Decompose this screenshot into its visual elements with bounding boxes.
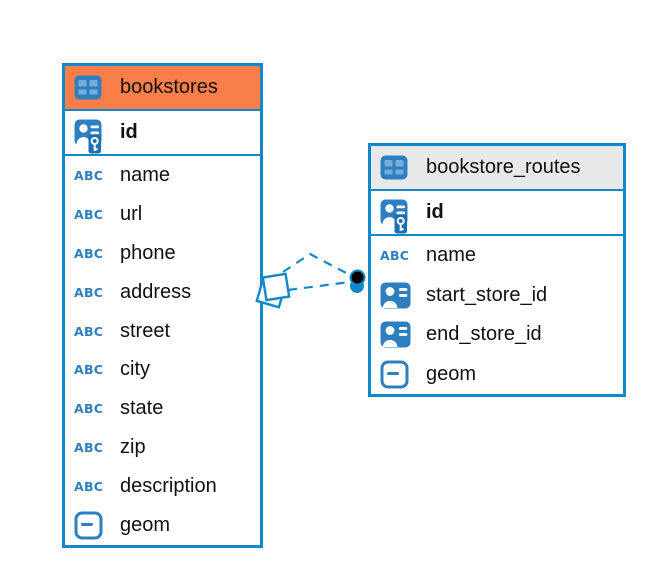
primary-key-icon: [74, 111, 111, 155]
text-type-icon-glyph: ABC: [74, 440, 104, 456]
primary-key-icon: [380, 191, 417, 235]
column-row-description[interactable]: ABC description: [65, 467, 260, 506]
column-row-url[interactable]: ABC url: [65, 195, 260, 234]
relationship-line-2[interactable]: [287, 280, 351, 292]
table-title: bookstore_routes: [426, 156, 581, 178]
relationship-line-1[interactable]: [282, 252, 353, 277]
column-name: street: [120, 319, 171, 342]
column-name: end_store_id: [426, 323, 542, 346]
text-type-icon: ABC: [74, 207, 111, 222]
text-type-icon-glyph: ABC: [74, 206, 104, 222]
column-row-geom[interactable]: geom: [65, 506, 260, 545]
text-type-icon: ABC: [74, 246, 111, 261]
column-name: url: [120, 202, 143, 225]
column-name: zip: [120, 436, 146, 459]
column-row-state[interactable]: ABC state: [65, 389, 260, 428]
column-name: phone: [120, 241, 176, 264]
column-name: id: [120, 121, 138, 143]
column-name: start_store_id: [426, 283, 548, 306]
column-row-id[interactable]: id: [371, 191, 623, 236]
text-type-icon-glyph: ABC: [74, 323, 104, 339]
column-row-street[interactable]: ABC street: [65, 312, 260, 351]
column-row-end_store_id[interactable]: end_store_id: [371, 315, 623, 355]
text-type-icon: ABC: [74, 285, 111, 300]
column-name: address: [120, 280, 192, 303]
text-type-icon-glyph: ABC: [74, 401, 104, 417]
column-name: city: [120, 358, 150, 381]
table-icon: [74, 75, 111, 100]
text-type-icon: ABC: [74, 324, 111, 339]
endpoint-dot-selected[interactable]: [349, 269, 366, 286]
column-row-zip[interactable]: ABC zip: [65, 428, 260, 467]
column-name: name: [426, 244, 477, 267]
foreign-key-icon: [380, 321, 417, 348]
column-row-start_store_id[interactable]: start_store_id: [371, 276, 623, 316]
geometry-type-icon: [380, 360, 417, 389]
table-icon: [380, 155, 417, 180]
text-type-icon-glyph: ABC: [74, 362, 104, 378]
column-name: geom: [120, 513, 171, 536]
relationship-endpoint-dots[interactable]: [349, 269, 366, 294]
endpoint-dot-back[interactable]: [350, 279, 364, 293]
column-name: id: [426, 201, 444, 223]
geometry-type-icon: [74, 511, 111, 540]
text-type-icon: ABC: [74, 440, 111, 455]
column-row-city[interactable]: ABC city: [65, 350, 260, 389]
text-type-icon-glyph: ABC: [74, 245, 104, 261]
text-type-icon: ABC: [74, 401, 111, 416]
text-type-icon-glyph: ABC: [74, 284, 104, 300]
column-row-name[interactable]: ABC name: [65, 156, 260, 195]
column-name: description: [120, 475, 217, 498]
column-name: geom: [426, 362, 477, 385]
column-name: name: [120, 163, 171, 186]
text-type-icon: ABC: [74, 362, 111, 377]
column-row-address[interactable]: ABC address: [65, 273, 260, 312]
column-row-id[interactable]: id: [65, 111, 260, 156]
text-type-icon-glyph: ABC: [380, 248, 410, 264]
text-type-icon-glyph: ABC: [74, 479, 104, 495]
table-title: bookstores: [120, 76, 218, 98]
text-type-icon: ABC: [74, 168, 111, 183]
column-row-name[interactable]: ABC name: [371, 236, 623, 276]
column-name: state: [120, 397, 164, 420]
text-type-icon: ABC: [380, 248, 417, 263]
text-type-icon: ABC: [74, 479, 111, 494]
foreign-key-icon: [380, 282, 417, 309]
table-header-bookstore_routes[interactable]: bookstore_routes: [371, 146, 623, 191]
table-header-bookstores[interactable]: bookstores: [65, 66, 260, 111]
column-row-phone[interactable]: ABC phone: [65, 234, 260, 273]
text-type-icon-glyph: ABC: [74, 167, 104, 183]
column-row-geom[interactable]: geom: [371, 355, 623, 395]
